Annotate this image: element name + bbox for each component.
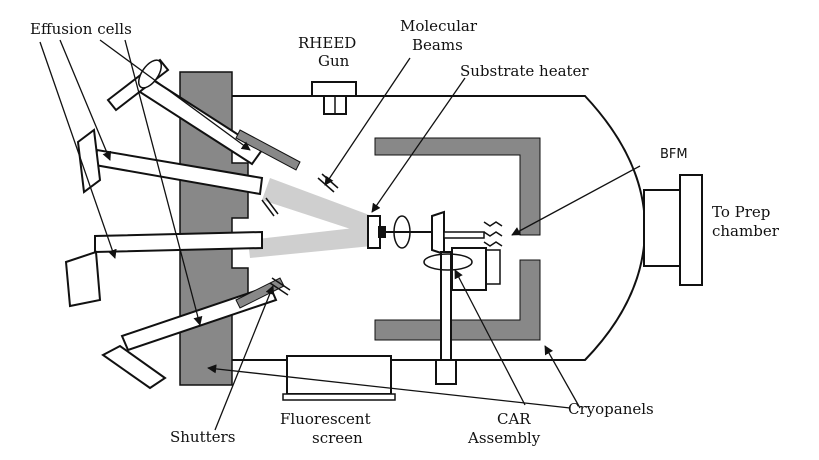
- leader-effusion-1: [99, 39, 251, 151]
- leader-substrate: [371, 77, 466, 213]
- label-assembly: Assembly: [467, 429, 541, 447]
- label-fluorescent: Fluorescent: [280, 410, 371, 428]
- leader-effusion-3: [39, 41, 117, 259]
- prep-port-neck: [643, 189, 681, 267]
- lower-cryopanel: [374, 259, 541, 341]
- prep-port-flange: [679, 174, 703, 286]
- car-gear: [431, 210, 445, 256]
- rotation-indicator-upper: [393, 215, 411, 249]
- rotation-indicator-lower: [423, 253, 473, 271]
- leader-molecular: [324, 57, 411, 186]
- leader-effusion-2: [59, 39, 112, 161]
- leader-bfm: [511, 165, 641, 236]
- label-bfm: BFM: [660, 147, 688, 162]
- label-effusion-cells: Effusion cells: [30, 20, 132, 38]
- label-cryopanels: Cryopanels: [568, 400, 654, 418]
- leader-cryo-lower: [544, 345, 581, 409]
- upper-cryopanel: [374, 137, 541, 236]
- label-screen: screen: [312, 429, 363, 447]
- rheed-gun-body: [311, 81, 357, 97]
- car-shaft: [443, 231, 485, 239]
- label-beams: Beams: [412, 36, 463, 54]
- leader-shutters: [214, 285, 275, 431]
- fluorescent-screen-box: [286, 355, 392, 395]
- molecular-beam-upper: [262, 178, 372, 236]
- bfm-gauge: [483, 221, 503, 285]
- label-to-prep: To Prep: [712, 203, 770, 221]
- label-shutters: Shutters: [170, 428, 235, 446]
- label-car: CAR: [497, 410, 531, 428]
- shutter-flap-upper: [235, 129, 301, 171]
- molecular-beam-lower: [248, 226, 372, 258]
- label-molecular: Molecular: [400, 17, 478, 35]
- label-substrate-heater: Substrate heater: [460, 62, 589, 80]
- leader-car: [454, 269, 526, 406]
- label-rheed: RHEED: [298, 34, 356, 52]
- label-gun: Gun: [318, 52, 350, 70]
- label-chamber: chamber: [712, 222, 780, 240]
- leader-cryo-upper: [207, 364, 571, 409]
- leader-effusion-4: [124, 39, 203, 326]
- car-stem: [440, 251, 452, 363]
